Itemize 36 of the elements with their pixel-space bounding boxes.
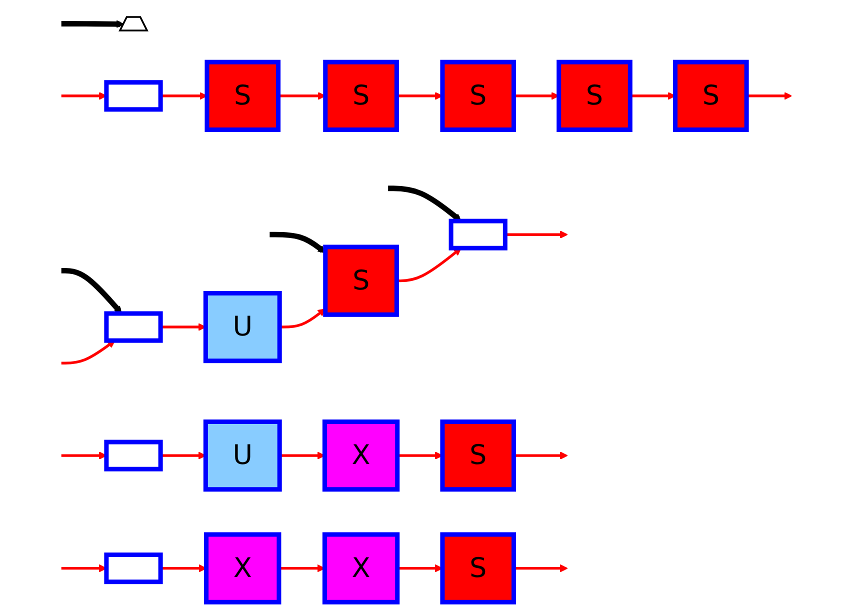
node-box: S xyxy=(323,60,399,132)
node-box xyxy=(104,440,163,472)
node-box: S xyxy=(323,244,399,317)
arrow xyxy=(160,451,206,460)
arrow xyxy=(396,248,462,282)
arrow xyxy=(397,564,443,572)
node-box: S xyxy=(556,60,632,132)
arrow xyxy=(61,340,116,364)
node-box xyxy=(448,218,508,250)
node-box: S xyxy=(673,60,749,132)
node-box xyxy=(104,552,163,584)
node-box: X xyxy=(204,532,282,604)
node-box: X xyxy=(322,419,400,492)
node-box xyxy=(104,80,163,112)
arrow xyxy=(630,92,676,100)
node-bracket xyxy=(118,16,148,32)
arrow xyxy=(746,92,792,100)
arrow xyxy=(61,20,124,28)
arrow xyxy=(278,92,326,100)
arrow xyxy=(505,230,568,238)
node-box: S xyxy=(440,532,516,604)
arrow xyxy=(270,232,326,253)
node-box xyxy=(104,311,163,343)
arrow xyxy=(280,451,326,460)
arrow xyxy=(514,564,568,572)
node-box: U xyxy=(203,419,282,492)
node-box: S xyxy=(440,419,516,492)
node-box: X xyxy=(322,532,400,604)
arrow xyxy=(160,564,207,572)
arrow xyxy=(514,451,568,460)
arrow xyxy=(160,322,206,331)
arrow xyxy=(280,308,326,328)
arrow xyxy=(514,92,560,100)
node-box: S xyxy=(440,60,516,132)
node-box: S xyxy=(204,60,281,132)
node-box: U xyxy=(203,290,282,363)
